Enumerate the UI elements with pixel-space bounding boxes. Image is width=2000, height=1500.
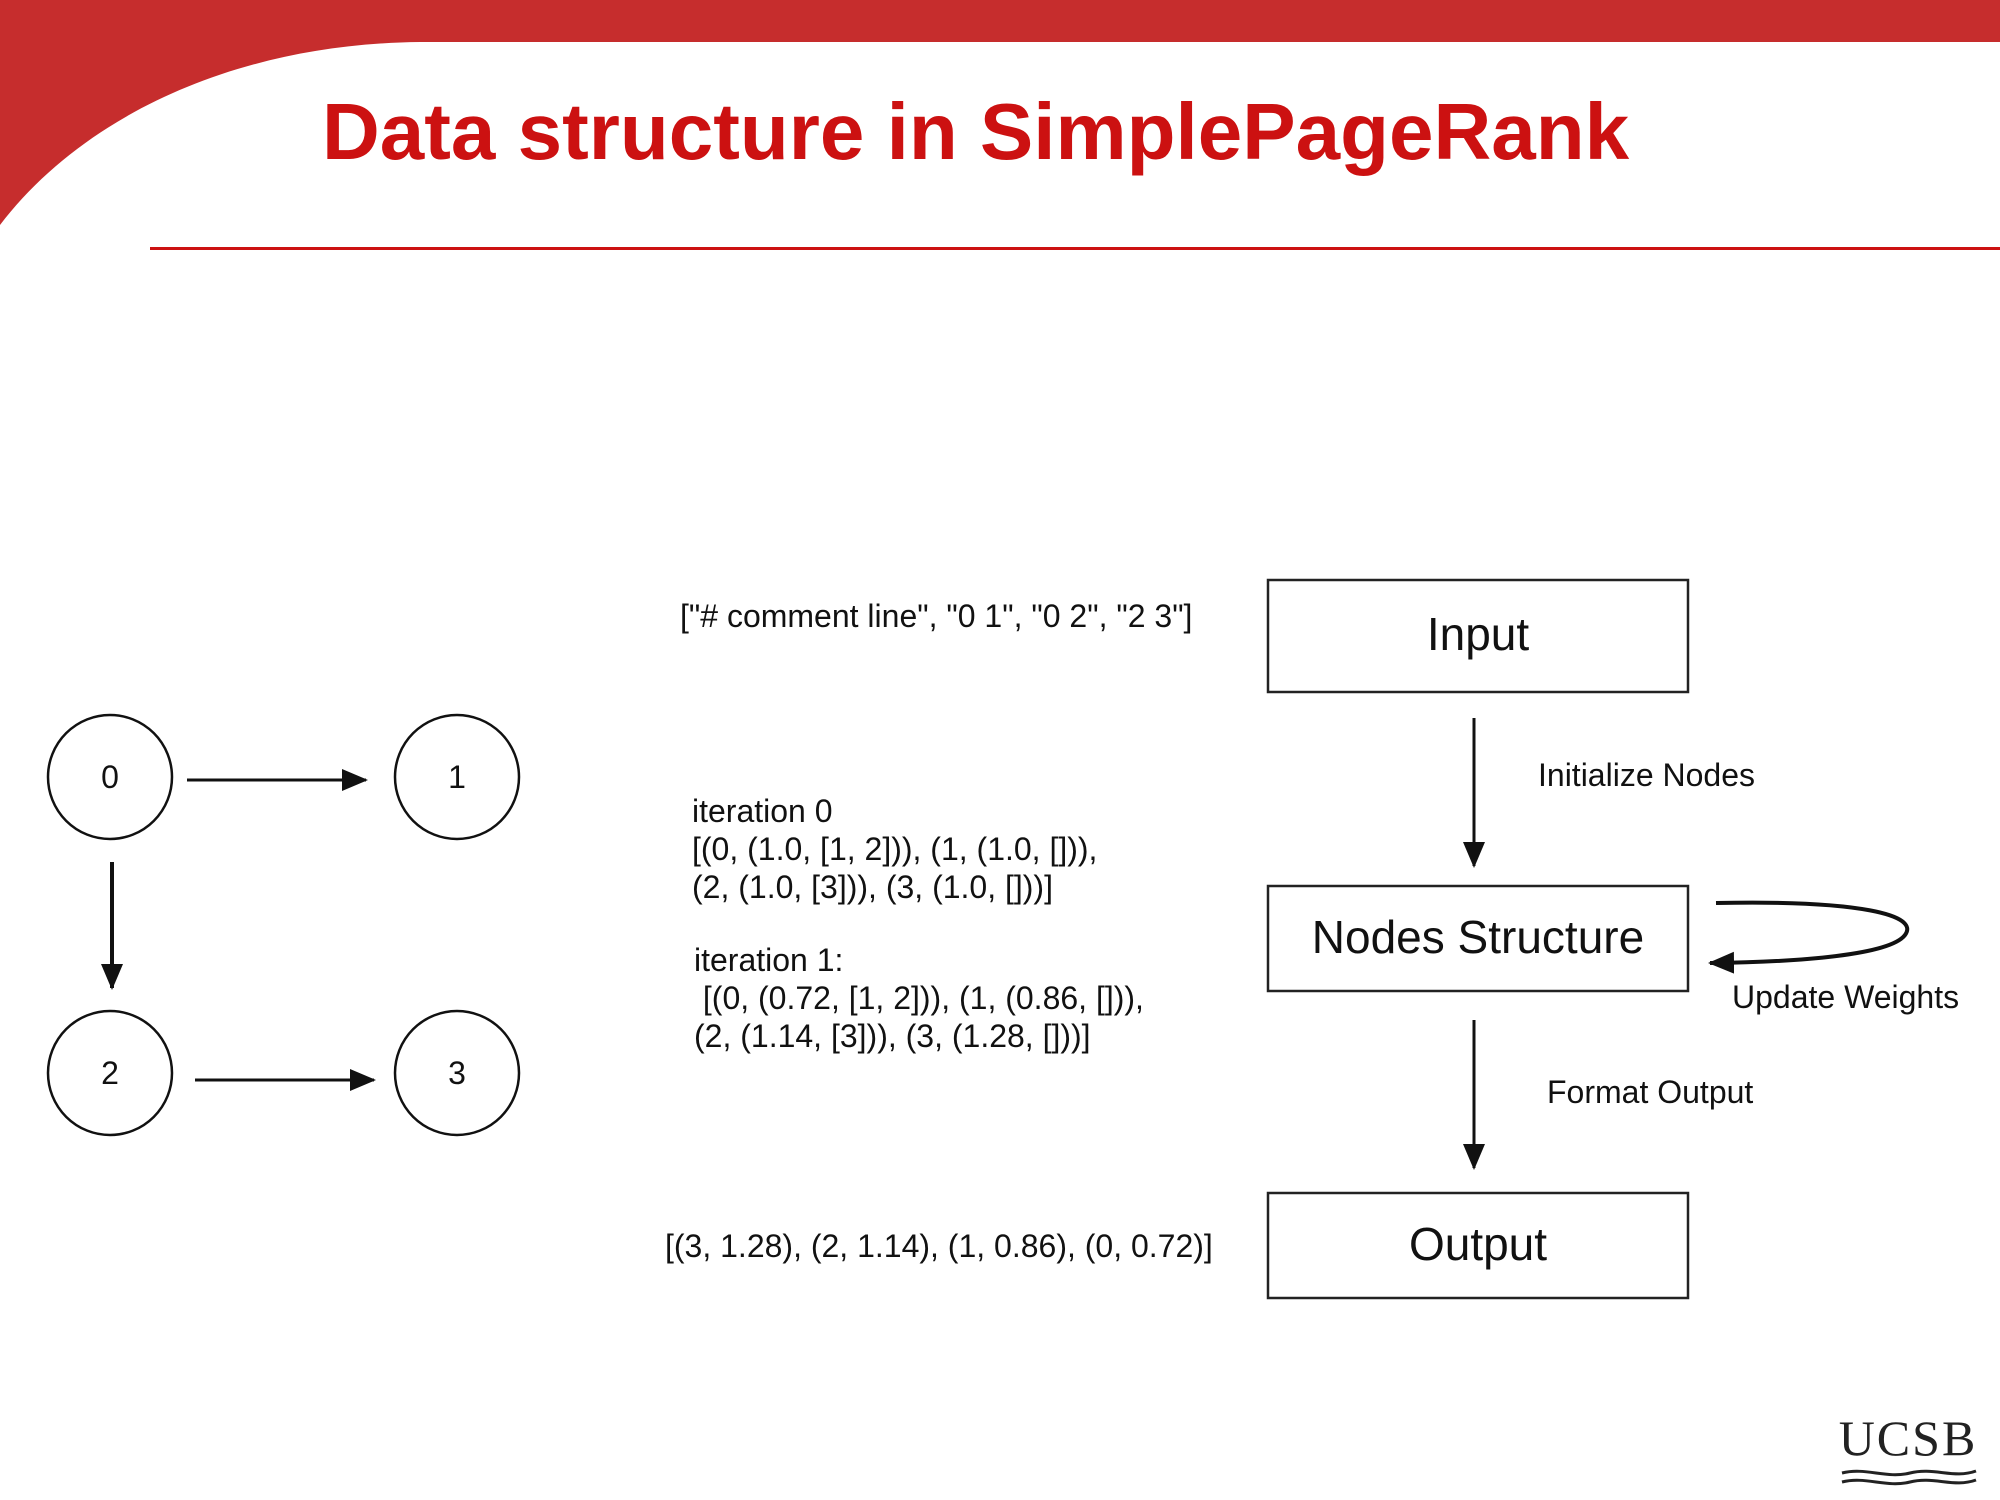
ucsb-logo-text: UCSB bbox=[1838, 1410, 1978, 1466]
output-value-text: [(3, 1.28), (2, 1.14), (1, 0.86), (0, 0.… bbox=[665, 1228, 1213, 1264]
update-weights-label: Update Weights bbox=[1732, 979, 1960, 1015]
graph-node-1 bbox=[393, 713, 521, 841]
title-divider bbox=[150, 247, 2000, 250]
graph-node-0-label: 0 bbox=[101, 759, 119, 795]
initialize-nodes-label: Initialize Nodes bbox=[1538, 757, 1755, 793]
output-box bbox=[1266, 1191, 1690, 1300]
update-loop-arrow bbox=[1708, 900, 1910, 974]
format-output-label: Format Output bbox=[1547, 1074, 1754, 1110]
ucsb-logo: UCSB bbox=[1836, 1413, 1980, 1487]
input-box bbox=[1266, 578, 1690, 694]
nodes-structure-box bbox=[1266, 884, 1690, 993]
iteration-1-text: iteration 1: [(0, (0.72, [1, 2])), (1, (… bbox=[694, 942, 1144, 1054]
input-value-text: ["# comment line", "0 1", "0 2", "2 3"] bbox=[680, 598, 1193, 634]
graph-node-2-label: 2 bbox=[101, 1055, 119, 1091]
slide-title: Data structure in SimplePageRank bbox=[322, 87, 1630, 176]
input-box-label: Input bbox=[1426, 608, 1530, 660]
output-box-label: Output bbox=[1408, 1218, 1548, 1270]
wave-icon bbox=[1841, 1469, 1977, 1486]
header-banner bbox=[0, 0, 2000, 225]
nodes-structure-box-label: Nodes Structure bbox=[1311, 911, 1645, 963]
iteration-0-text: iteration 0 [(0, (1.0, [1, 2])), (1, (1.… bbox=[692, 793, 1098, 905]
graph-node-2 bbox=[46, 1009, 174, 1137]
graph-node-3 bbox=[393, 1009, 521, 1137]
graph-node-0 bbox=[46, 713, 174, 841]
graph-node-3-label: 3 bbox=[448, 1055, 466, 1091]
graph-node-1-label: 1 bbox=[448, 759, 466, 795]
